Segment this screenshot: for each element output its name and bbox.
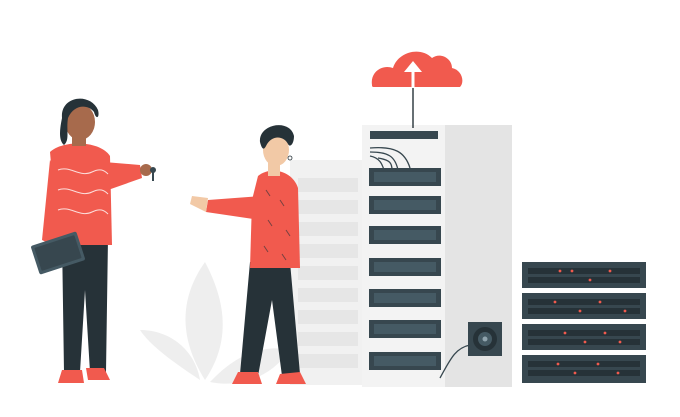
person-left-pants <box>62 238 108 372</box>
fan-cable <box>439 344 471 379</box>
rack-unit <box>369 196 441 214</box>
person-left-arm <box>42 160 62 248</box>
person-middle-arm <box>206 196 262 220</box>
plant-leaf <box>140 330 200 380</box>
server-rack-units <box>369 168 441 370</box>
person-left-hand <box>140 164 152 176</box>
cloud-upload-icon <box>371 51 463 128</box>
rack-unit <box>369 258 441 276</box>
sweater-pattern <box>57 168 109 215</box>
plant-leaf <box>185 262 223 380</box>
person-middle-hair <box>259 125 294 149</box>
stack-unit <box>522 293 646 319</box>
key-icon <box>150 167 156 181</box>
person-left-shoe <box>86 368 110 380</box>
tablet-icon <box>31 231 85 275</box>
upload-arrow-head <box>404 61 422 72</box>
server-tower-top-bar <box>370 131 438 139</box>
rack-unit <box>369 352 441 370</box>
main-server-tower <box>362 125 512 387</box>
stack-unit <box>522 324 646 350</box>
person-middle <box>190 125 306 384</box>
rack-unit <box>369 320 441 338</box>
person-left <box>31 98 156 383</box>
person-middle-shoe <box>276 372 306 384</box>
person-left-hair <box>60 98 99 145</box>
fan-icon <box>468 322 502 356</box>
shirt-pattern <box>263 189 291 261</box>
person-middle-hand <box>190 196 208 212</box>
person-middle-face <box>263 134 289 166</box>
person-middle-earring <box>287 155 293 161</box>
rack-unit <box>369 226 441 244</box>
person-left-face <box>65 104 95 140</box>
person-left-arm <box>104 162 142 190</box>
person-middle-pants <box>240 262 300 376</box>
server-stack <box>522 262 646 383</box>
stack-unit <box>522 262 646 288</box>
person-left-shoe <box>58 370 84 383</box>
person-middle-shoe <box>232 372 262 384</box>
rack-unit <box>369 289 441 307</box>
rack-unit <box>369 168 441 186</box>
background-plant <box>140 262 290 384</box>
stack-unit <box>522 355 646 383</box>
person-middle-shirt <box>250 170 300 268</box>
background-rack <box>290 160 365 385</box>
